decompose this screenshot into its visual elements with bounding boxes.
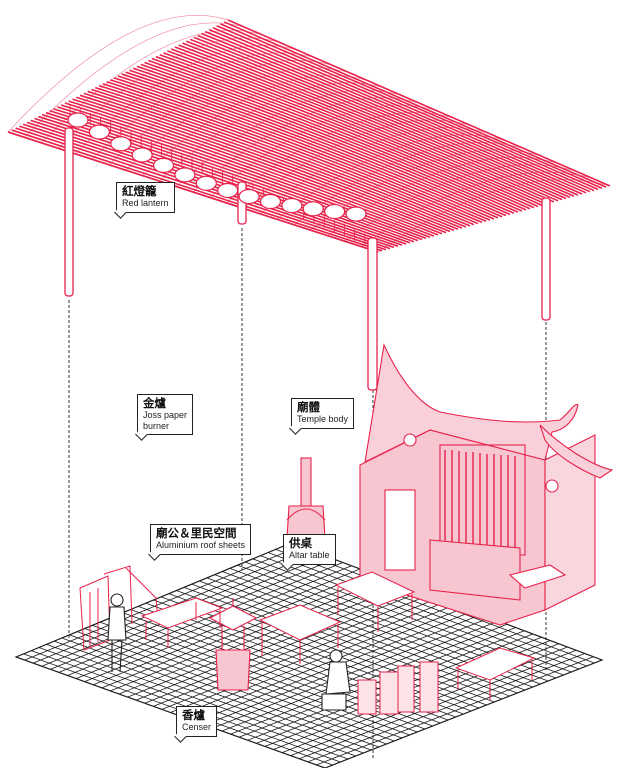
- callout-en: Red lantern: [122, 198, 169, 208]
- callout-zh: 廟公＆里民空間: [156, 527, 245, 540]
- callout-en: Censer: [182, 722, 211, 732]
- callout-temple-body: 廟體 Temple body: [291, 398, 354, 429]
- callout-altar-table: 供桌 Altar table: [283, 534, 336, 565]
- callout-zh: 紅燈籠: [122, 185, 169, 198]
- callout-en-line1: Joss paper: [143, 410, 187, 420]
- callout-censer: 香爐 Censer: [176, 706, 217, 737]
- temple-body: [360, 345, 612, 625]
- callout-zh: 供桌: [289, 537, 330, 550]
- callout-zh: 金爐: [143, 397, 187, 410]
- callout-aluminium-roof-sheets: 廟公＆里民空間 Aluminium roof sheets: [150, 524, 251, 555]
- callout-en-line2: burner: [143, 421, 187, 431]
- callout-red-lantern: 紅燈籠 Red lantern: [116, 182, 175, 213]
- callout-en: Aluminium roof sheets: [156, 540, 245, 550]
- callout-joss-paper-burner: 金爐 Joss paper burner: [137, 394, 193, 435]
- callout-en: Temple body: [297, 414, 348, 424]
- callout-en: Altar table: [289, 550, 330, 560]
- callout-zh: 香爐: [182, 709, 211, 722]
- callout-zh: 廟體: [297, 401, 348, 414]
